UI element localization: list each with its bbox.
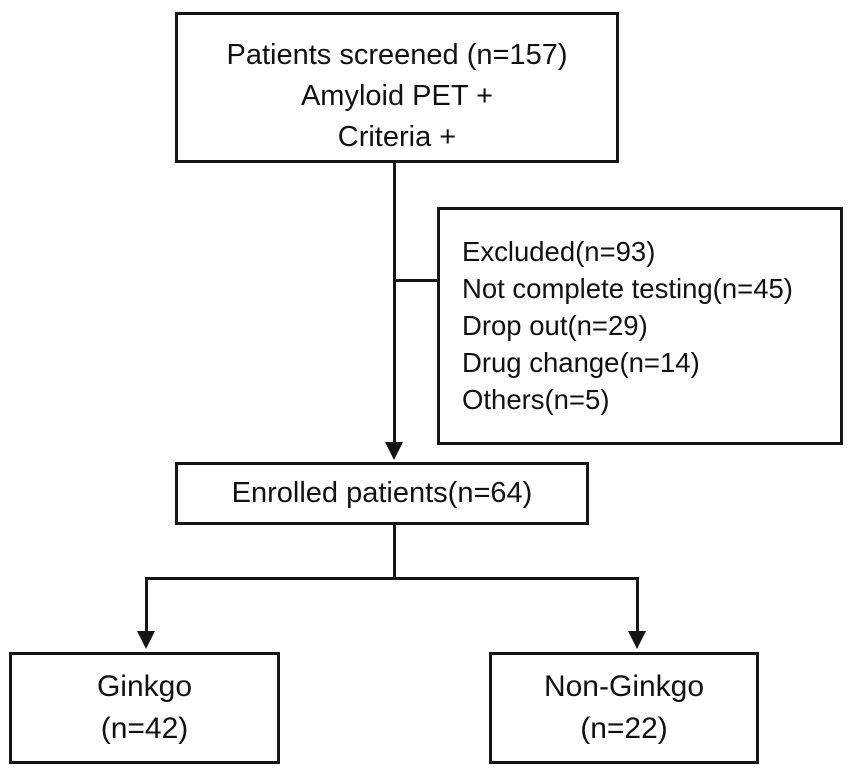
arrow-to-ginkgo [137, 631, 155, 649]
non-ginkgo-label: Non-Ginkgo [543, 670, 705, 703]
excluded-item: Excluded(n=93) [462, 236, 656, 267]
ginkgo-label: Ginkgo [96, 670, 193, 703]
ginkgo-box: Ginkgo (n=42) [9, 652, 280, 764]
screened-box: Patients screened (n=157) Amyloid PET + … [175, 12, 619, 163]
arrow-to-non-ginkgo [628, 631, 646, 649]
excluded-item: Not complete testing(n=45) [462, 273, 793, 304]
excluded-box: Excluded(n=93) Not complete testing(n=45… [437, 207, 843, 445]
connector-screened-to-enrolled [393, 163, 396, 444]
excluded-item: Drop out(n=29) [462, 310, 648, 341]
arrow-to-enrolled [385, 442, 403, 460]
connector-to-excluded [393, 279, 437, 282]
connector-to-ginkgo [145, 577, 148, 633]
screened-line-1: Patients screened (n=157) [226, 39, 568, 71]
screened-line-2: Amyloid PET + [300, 80, 494, 112]
connector-split-horizontal [145, 577, 639, 580]
excluded-item: Drug change(n=14) [462, 347, 700, 378]
connector-enrolled-down [393, 525, 396, 579]
non-ginkgo-box: Non-Ginkgo (n=22) [489, 652, 759, 764]
screened-line-3: Criteria + [337, 121, 457, 153]
excluded-item: Others(n=5) [462, 384, 610, 415]
ginkgo-count: (n=42) [100, 712, 189, 745]
non-ginkgo-count: (n=22) [580, 712, 668, 745]
enrolled-box: Enrolled patients(n=64) [175, 462, 589, 525]
connector-to-non-ginkgo [636, 577, 639, 633]
enrolled-label: Enrolled patients(n=64) [231, 477, 533, 509]
